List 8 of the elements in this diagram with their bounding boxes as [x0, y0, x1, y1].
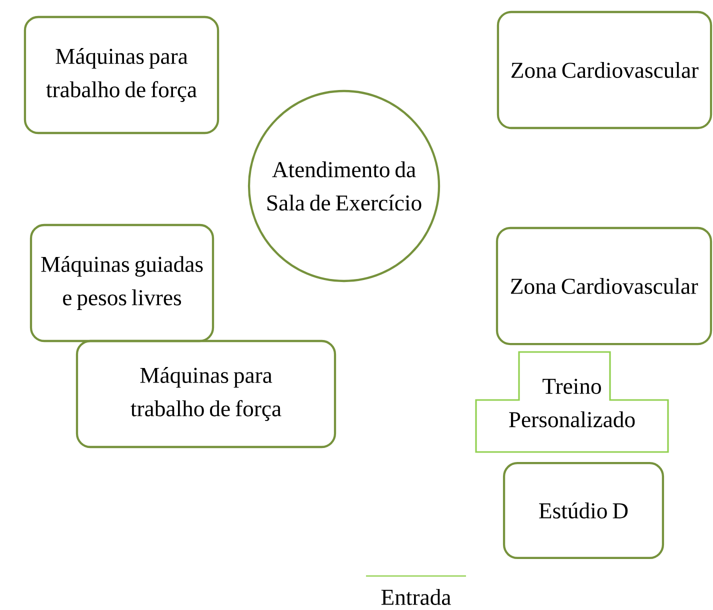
entrance-label: Entrada [381, 589, 451, 605]
zone-box: Zona Cardiovascular [496, 10, 712, 130]
l-shaped-area: Treino Personalizado [475, 351, 669, 453]
zone-box: Estúdio D [502, 462, 664, 560]
zone-box: Máquinas para trabalho de força [24, 16, 220, 134]
zone-box: Zona Cardiovascular [496, 226, 712, 346]
zone-box: Máquinas guiadas e pesos livres [30, 224, 214, 342]
zone-box: Máquinas para trabalho de força [76, 340, 336, 448]
